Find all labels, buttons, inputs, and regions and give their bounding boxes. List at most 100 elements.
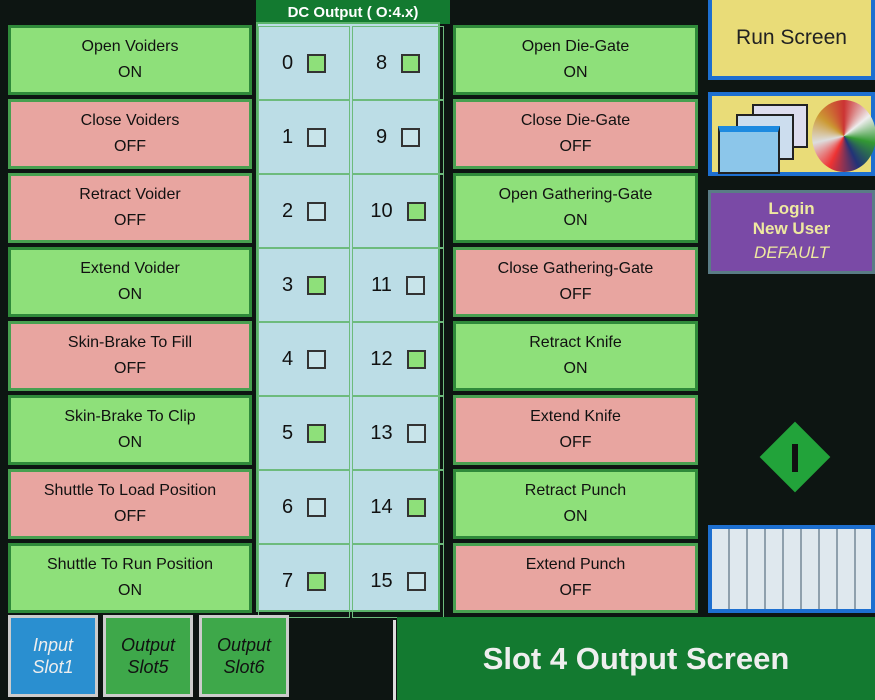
bit-cell: 13	[352, 396, 444, 470]
bit-off-indicator	[307, 201, 327, 221]
bit-off-indicator	[405, 275, 425, 295]
bit-off-indicator	[307, 127, 327, 147]
bit-number: 9	[375, 125, 388, 148]
bit-off-indicator	[307, 497, 327, 517]
bit-cell: 3	[258, 248, 350, 322]
bit-on-indicator	[307, 423, 327, 443]
button-state: OFF	[559, 582, 592, 599]
bit-cell: 10	[352, 174, 444, 248]
button-label: Extend Voider	[80, 260, 180, 277]
bit-cell: 11	[352, 248, 444, 322]
button-label: Retract Knife	[529, 334, 622, 351]
bit-number: 11	[371, 273, 392, 296]
bit-number: 13	[370, 421, 393, 444]
bit-on-indicator	[307, 53, 327, 73]
nav-line2: Slot6	[223, 657, 265, 677]
globe-flags-icon	[812, 100, 875, 172]
bit-number: 6	[281, 495, 294, 518]
bit-off-indicator	[406, 571, 426, 591]
bit-on-indicator	[307, 571, 327, 591]
bit-cell: 12	[352, 322, 444, 396]
button-label: Retract Voider	[79, 186, 181, 203]
button-label: Skin-Brake To Clip	[64, 408, 196, 425]
new-user-label: New User	[752, 219, 831, 238]
button-state: OFF	[559, 138, 592, 155]
bit-number: 15	[370, 569, 393, 592]
button-state: ON	[118, 64, 142, 81]
dc-output-header: DC Output ( O:4.x)	[256, 0, 450, 24]
button-label: Extend Knife	[530, 408, 621, 425]
bit-cell: 8	[352, 26, 444, 100]
bit-number: 12	[370, 347, 393, 370]
button-state: OFF	[559, 286, 592, 303]
bit-on-indicator	[401, 53, 421, 73]
plc-rack-button[interactable]	[708, 525, 875, 613]
button-state: ON	[563, 360, 588, 377]
bit-on-indicator	[406, 497, 426, 517]
button-label: Shuttle To Load Position	[43, 482, 217, 499]
bit-off-indicator	[406, 423, 426, 443]
login-label: Login	[768, 199, 815, 218]
bit-cell: 5	[258, 396, 350, 470]
bit-off-indicator	[307, 349, 327, 369]
nav-line1: Input	[32, 635, 74, 655]
bit-cell: 2	[258, 174, 350, 248]
bit-number: 7	[281, 569, 294, 592]
bit-number: 14	[370, 495, 393, 518]
bit-number: 5	[281, 421, 294, 444]
button-state: ON	[118, 582, 142, 599]
bit-off-indicator	[401, 127, 421, 147]
bit-cell: 9	[352, 100, 444, 174]
current-user: DEFAULT	[754, 243, 829, 262]
bit-number: 3	[281, 273, 294, 296]
button-label: Open Voiders	[81, 38, 179, 55]
bit-cell: 1	[258, 100, 350, 174]
bit-on-indicator	[406, 201, 426, 221]
button-state: ON	[563, 508, 588, 525]
bit-on-indicator	[307, 275, 327, 295]
button-state: OFF	[114, 212, 146, 229]
run-screen-button[interactable]: Run Screen	[708, 0, 875, 80]
bit-number: 4	[281, 347, 294, 370]
nav-line1: Output	[216, 635, 272, 655]
language-button[interactable]	[708, 92, 875, 176]
bit-cell: 14	[352, 470, 444, 544]
button-state: ON	[563, 212, 588, 229]
screen-title: Slot 4 Output Screen	[397, 617, 875, 700]
bit-number: 0	[281, 51, 294, 74]
button-label: Close Gathering-Gate	[497, 260, 654, 277]
bit-number: 8	[375, 51, 388, 74]
nav-separator	[393, 620, 396, 700]
nav-line2: Slot1	[32, 657, 74, 677]
login-button[interactable]: Login New User DEFAULT	[708, 190, 875, 274]
bit-cell: 15	[352, 544, 444, 618]
button-state: ON	[118, 286, 142, 303]
button-state: OFF	[559, 434, 592, 451]
bit-cell: 7	[258, 544, 350, 618]
button-state: OFF	[114, 508, 146, 525]
button-label: Open Gathering-Gate	[498, 186, 653, 203]
bit-number: 10	[370, 199, 393, 222]
button-state: OFF	[114, 360, 146, 377]
